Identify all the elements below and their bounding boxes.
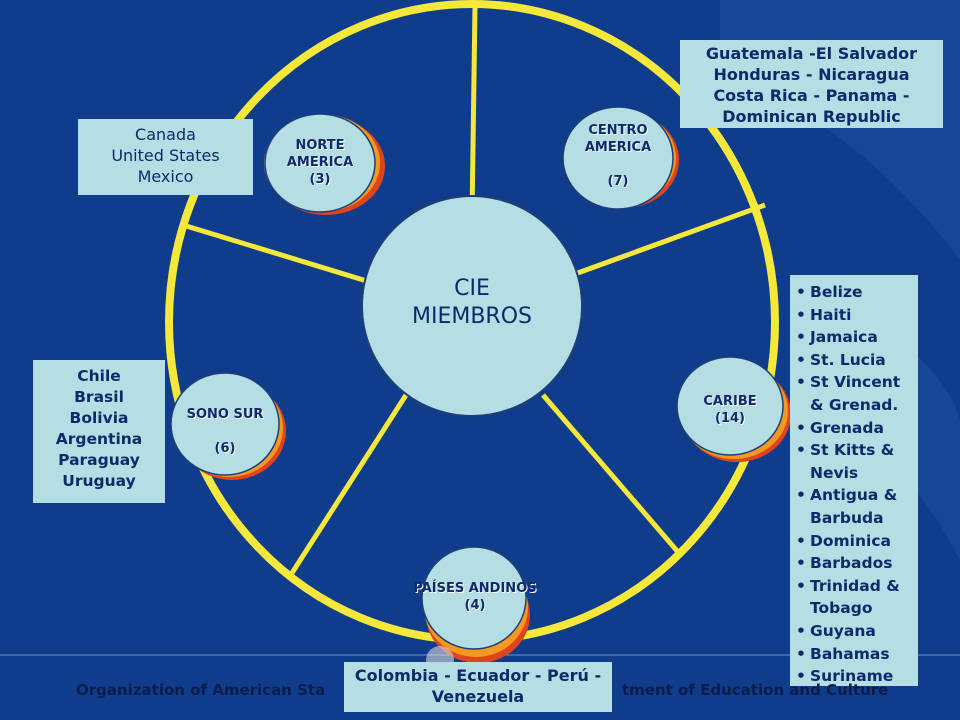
region-label-caribe: CARIBE (14) bbox=[703, 394, 757, 426]
caribbean-country-text: Tobago bbox=[810, 599, 873, 618]
caribbean-country-text: Suriname bbox=[810, 667, 894, 686]
caribbean-countries-list: BelizeHaitiJamaicaSt. Lucia St Vincent & G… bbox=[796, 281, 914, 688]
caribbean-country-text: Belize bbox=[810, 283, 863, 301]
caribbean-country-text: Trinidad & bbox=[810, 576, 900, 595]
caribbean-country-text: St Kitts & bbox=[810, 441, 895, 460]
caribbean-country-text: Bahamas bbox=[810, 644, 890, 663]
center-circle bbox=[361, 195, 583, 417]
caribbean-country-item: Belize bbox=[796, 281, 914, 304]
region-disc-paises-andinos bbox=[421, 546, 530, 663]
footer-left-text: Organization of American Sta bbox=[76, 681, 326, 699]
caribbean-country-text: Barbuda bbox=[810, 508, 884, 527]
caribbean-country-text: Jamaica bbox=[810, 328, 878, 347]
caribbean-country-text: Barbados bbox=[810, 554, 893, 573]
caribbean-country-item: Grenada bbox=[796, 417, 914, 440]
central-america-countries-box: Guatemala -El Salvador Honduras - Nicara… bbox=[680, 40, 943, 128]
wheel-spokes bbox=[182, 5, 766, 575]
caribbean-country-item: Jamaica bbox=[796, 326, 914, 349]
footer-right-text: tment of Education and Culture bbox=[622, 681, 889, 699]
caribbean-country-text: Haiti bbox=[810, 305, 852, 324]
region-disc-norte-america bbox=[264, 113, 385, 215]
footer: Organization of American Sta tment of Ed… bbox=[0, 677, 960, 705]
caribbean-country-text: Nevis bbox=[810, 463, 859, 482]
caribbean-country-item: Haiti bbox=[796, 304, 914, 327]
caribbean-country-text: Grenada bbox=[810, 418, 884, 437]
region-disc-centro-america bbox=[562, 106, 679, 210]
caribbean-countries-box: BelizeHaitiJamaicaSt. Lucia St Vincent & G… bbox=[790, 275, 918, 688]
caribbean-country-text: St Vincent bbox=[810, 373, 901, 392]
caribbean-country-text: & Grenad. bbox=[810, 395, 899, 414]
region-disc-sono-sur bbox=[170, 372, 286, 480]
caribbean-country-item: Suriname bbox=[796, 665, 914, 688]
center-title: CIE MIEMBROS bbox=[411, 276, 532, 329]
region-label-norte-america: NORTE AMERICA (3) bbox=[286, 138, 354, 187]
region-label-sono-sur: SONO SUR (6) bbox=[186, 407, 264, 456]
region-label-centro-america: CENTRO AMERICA (7) bbox=[584, 123, 652, 189]
southern-cone-countries-box: Chile Brasil Bolivia Argentina Paraguay … bbox=[33, 360, 165, 503]
caribbean-country-item: Dominica bbox=[796, 530, 914, 553]
caribbean-country-text: Dominica bbox=[810, 531, 891, 550]
north-america-countries-box: Canada United States Mexico bbox=[78, 119, 253, 195]
region-disc-caribe bbox=[676, 356, 791, 462]
caribbean-country-text: St. Lucia bbox=[810, 350, 886, 369]
caribbean-country-item: Trinidad & Tobago bbox=[796, 575, 914, 620]
region-label-paises-andinos: PAÍSES ANDINOS (4) bbox=[413, 581, 537, 613]
caribbean-country-item: Barbados bbox=[796, 552, 914, 575]
caribbean-country-text: Antigua & bbox=[810, 486, 898, 505]
caribbean-country-item: Antigua & Barbuda bbox=[796, 484, 914, 529]
caribbean-country-item: St Kitts & Nevis bbox=[796, 439, 914, 484]
caribbean-country-text: Guyana bbox=[810, 621, 876, 640]
caribbean-country-item: St. Lucia bbox=[796, 349, 914, 372]
caribbean-country-item: Bahamas bbox=[796, 643, 914, 666]
caribbean-country-item: St Vincent & Grenad. bbox=[796, 371, 914, 416]
andean-countries-box: Colombia - Ecuador - Perú - Venezuela bbox=[344, 662, 612, 712]
caribbean-country-item: Guyana bbox=[796, 620, 914, 643]
